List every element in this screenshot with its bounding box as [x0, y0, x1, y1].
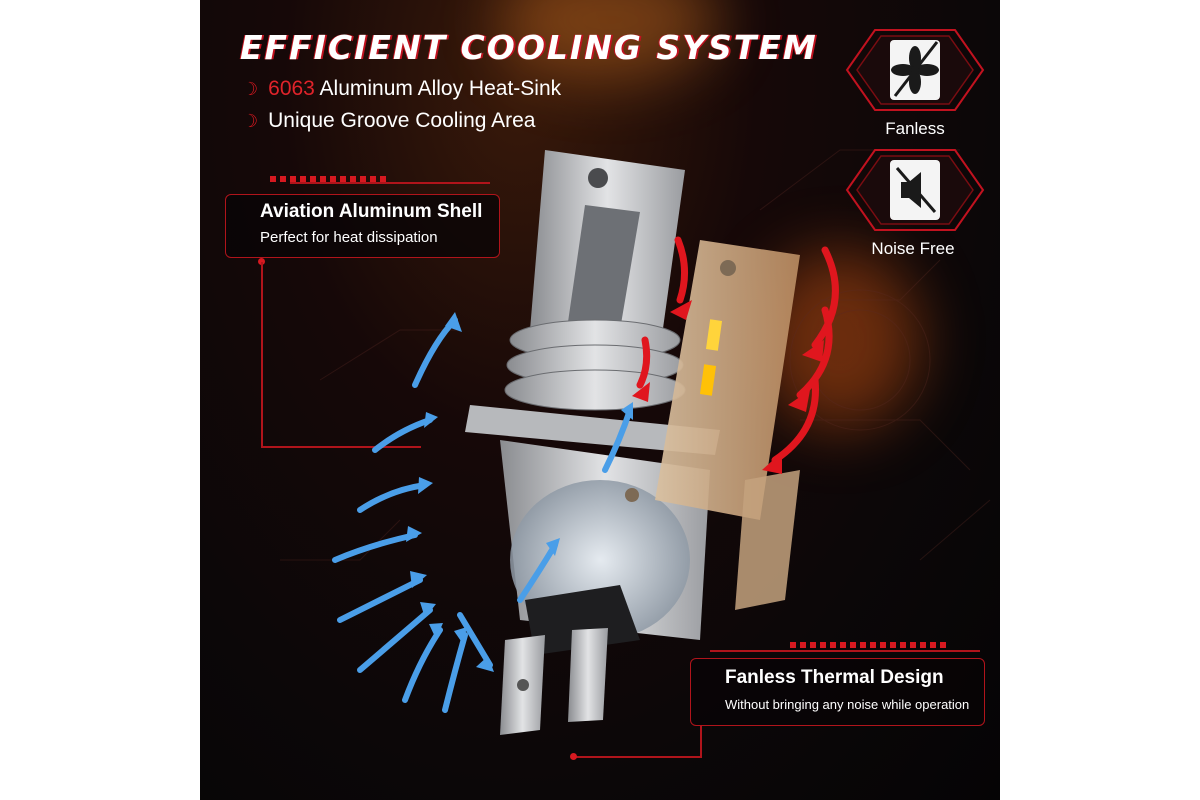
crescent-bullet-icon: ☽	[242, 78, 259, 99]
callout-connector	[261, 446, 421, 448]
heat-arrows	[632, 236, 839, 474]
callout-connector	[290, 182, 490, 184]
callout-connector	[261, 262, 263, 447]
product-banner: Efficient Cooling System ☽ 6063 Aluminum…	[200, 0, 1000, 800]
bullet-text: Aluminum Alloy Heat-Sink	[314, 77, 562, 100]
connector-dot	[258, 258, 265, 265]
callout-thermal: Fanless Thermal Design Without bringing …	[690, 658, 985, 726]
feature-label: Noise Free	[871, 239, 955, 258]
bullet-text: Unique Groove Cooling Area	[268, 109, 536, 132]
mute-speaker-icon	[890, 160, 940, 220]
bullet-groove: ☽ Unique Groove Cooling Area	[242, 109, 535, 133]
callout-stripe	[270, 176, 390, 182]
callout-stripe	[790, 642, 950, 648]
connector-dot	[570, 753, 577, 760]
feature-noise-free: Noise Free	[845, 148, 985, 258]
callout-shell: Aviation Aluminum Shell Perfect for heat…	[225, 194, 500, 258]
callout-connector	[710, 650, 980, 652]
callout-connector	[575, 756, 702, 758]
bullet-heatsink: ☽ 6063 Aluminum Alloy Heat-Sink	[242, 77, 561, 101]
callout-title: Fanless Thermal Design	[725, 667, 944, 688]
led-bulb-illustration	[465, 150, 800, 735]
bullet-highlight: 6063	[268, 77, 315, 100]
callout-desc: Perfect for heat dissipation	[260, 229, 438, 246]
cooling-arrows	[332, 312, 633, 713]
feature-label: Fanless	[885, 119, 945, 138]
crescent-bullet-icon: ☽	[242, 110, 259, 131]
callout-title: Aviation Aluminum Shell	[260, 201, 483, 222]
fan-icon	[890, 40, 940, 100]
callout-desc: Without bringing any noise while operati…	[725, 697, 970, 712]
page-title: Efficient Cooling System	[240, 28, 818, 67]
circuit-decoration	[280, 149, 991, 561]
callout-connector	[700, 726, 702, 756]
feature-fanless: Fanless	[845, 28, 985, 138]
